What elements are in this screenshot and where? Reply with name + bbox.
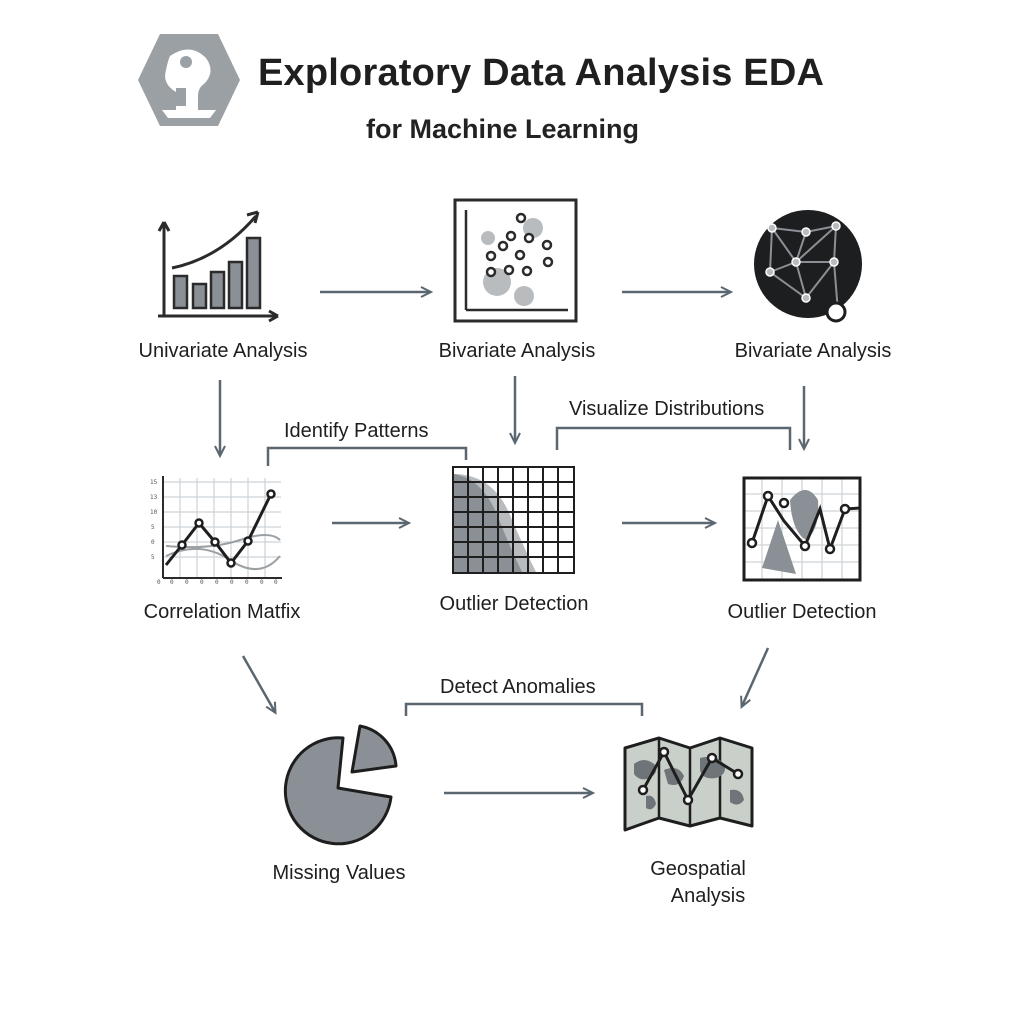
page-subtitle: for Machine Learning (366, 114, 640, 144)
node-label-correlation: Correlation Matfix (143, 601, 301, 623)
svg-text:5: 5 (151, 524, 155, 531)
svg-text:0: 0 (200, 579, 204, 586)
bracket-visualize-distributions (555, 426, 792, 450)
svg-text:0: 0 (245, 579, 249, 586)
outlier-plot-icon (742, 476, 862, 582)
density-grid-icon (452, 466, 575, 574)
scatter-plot-icon (453, 198, 578, 323)
brain-hexagon-icon (138, 34, 240, 126)
svg-text:0: 0 (185, 579, 189, 586)
node-label-bivariate-network: Bivariate Analysis (734, 340, 892, 362)
svg-text:0: 0 (260, 579, 264, 586)
svg-text:13: 13 (150, 494, 158, 501)
node-label-univariate: Univariate Analysis (138, 340, 308, 362)
svg-text:0: 0 (230, 579, 234, 586)
arrow-outlier-to-geospatial (740, 647, 770, 709)
bar-chart-icon (157, 210, 279, 323)
svg-text:0: 0 (170, 579, 174, 586)
network-graph-icon (754, 210, 862, 323)
edge-label-visualize-distributions: Visualize Distributions (569, 398, 765, 420)
node-label-outlier-plot: Outlier Detection (727, 601, 877, 623)
edge-label-identify-patterns: Identify Patterns (284, 420, 429, 442)
svg-text:0: 0 (215, 579, 219, 586)
bracket-detect-anomalies (404, 702, 644, 716)
arrow-correlation-to-missing (241, 655, 277, 715)
node-label-bivariate-scatter: Bivariate Analysis (438, 340, 596, 362)
svg-text:5: 5 (151, 554, 155, 561)
node-label-outlier-grid: Outlier Detection (439, 593, 589, 615)
line-chart-icon: 15 13 10 5 0 5 0 0 0 0 0 0 0 0 0 (150, 476, 282, 586)
pie-chart-icon (283, 724, 398, 846)
node-label-missing-values: Missing Values (272, 862, 406, 884)
folded-map-icon (623, 736, 754, 832)
bracket-identify-patterns (266, 446, 468, 466)
svg-text:10: 10 (150, 509, 158, 516)
node-label-geospatial-line1: Geospatial (650, 858, 746, 880)
node-label-geospatial: Geospatial Analysis (610, 856, 786, 910)
svg-text:0: 0 (157, 579, 161, 586)
edge-label-detect-anomalies: Detect Anomalies (440, 676, 596, 698)
svg-text:15: 15 (150, 479, 158, 486)
svg-text:0: 0 (151, 539, 155, 546)
node-label-geospatial-line2: Analysis (670, 885, 746, 907)
page-title: Exploratory Data Analysis EDA (258, 52, 825, 94)
svg-text:0: 0 (274, 579, 278, 586)
